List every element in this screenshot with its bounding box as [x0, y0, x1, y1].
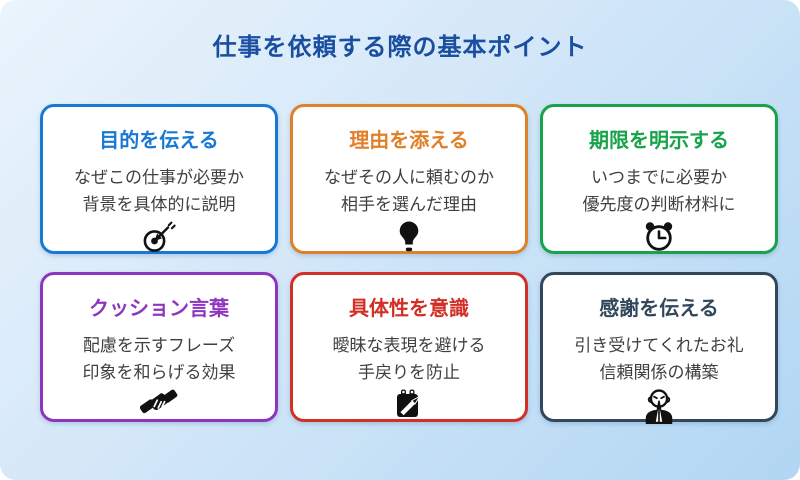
card-description: 曖昧な表現を避ける 手戻りを防止	[293, 332, 525, 386]
card-description: なぜその人に頼むのか 相手を選んだ理由	[293, 164, 525, 218]
card-line-1: 曖昧な表現を避ける	[332, 336, 486, 355]
card-title: 感謝を伝える	[599, 298, 719, 320]
card-title: クッション言葉	[89, 298, 229, 320]
card-description: 配慮を示すフレーズ 印象を和らげる効果	[43, 332, 275, 386]
card-line-2: 手戻りを防止	[358, 363, 460, 383]
card-title: 期限を明示する	[589, 130, 729, 152]
card-convey-purpose: 目的を伝える なぜこの仕事が必要か 背景を具体的に説明	[40, 104, 278, 254]
handshake-icon	[43, 388, 275, 426]
card-line-2: 優先度の判断材料に	[582, 195, 736, 215]
card-grid: 目的を伝える なぜこの仕事が必要か 背景を具体的に説明 理由を添える	[40, 104, 778, 425]
card-line-1: いつまでに必要か	[591, 168, 727, 187]
card-line-2: 相手を選んだ理由	[341, 195, 477, 215]
card-line-2: 信頼関係の構築	[599, 363, 719, 383]
card-title: 目的を伝える	[99, 130, 219, 152]
card-line-1: 引き受けてくれたお礼	[574, 336, 744, 355]
alarm-clock-icon	[543, 220, 775, 258]
page-title: 仕事を依頼する際の基本ポイント	[212, 34, 588, 61]
card-description: なぜこの仕事が必要か 背景を具体的に説明	[43, 164, 275, 218]
card-be-specific: 具体性を意識 曖昧な表現を避ける 手戻りを防止	[290, 272, 528, 422]
card-state-deadline: 期限を明示する いつまでに必要か 優先度の判断材料に	[540, 104, 778, 254]
lightbulb-icon	[293, 220, 525, 258]
card-line-1: なぜこの仕事が必要か	[74, 168, 244, 187]
card-line-1: 配慮を示すフレーズ	[82, 336, 236, 355]
card-description: 引き受けてくれたお礼 信頼関係の構築	[543, 332, 775, 386]
card-title: 理由を添える	[349, 130, 469, 152]
card-title: 具体性を意識	[349, 298, 469, 320]
card-line-2: 印象を和らげる効果	[82, 363, 236, 383]
card-line-1: なぜその人に頼むのか	[324, 168, 494, 187]
dart-target-icon	[43, 220, 275, 258]
card-line-2: 背景を具体的に説明	[82, 195, 236, 215]
card-express-thanks: 感謝を伝える 引き受けてくれたお礼 信頼関係の構築	[540, 272, 778, 425]
card-add-reason: 理由を添える なぜその人に頼むのか 相手を選んだ理由	[290, 104, 528, 254]
card-cushion-words: クッション言葉 配慮を示すフレーズ 印象を和らげる効果	[40, 272, 278, 422]
praying-person-icon	[543, 388, 775, 426]
card-description: いつまでに必要か 優先度の判断材料に	[543, 164, 775, 218]
memo-pencil-icon	[293, 388, 525, 426]
